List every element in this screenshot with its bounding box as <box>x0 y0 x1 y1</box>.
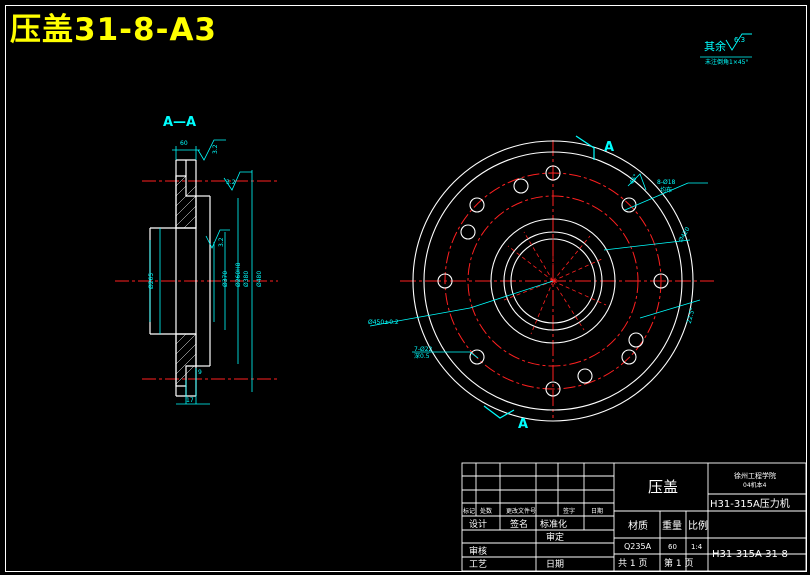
drawing-title: 压盖31-8-A3 <box>10 12 218 48</box>
roughness-1: 3.2 <box>212 144 219 154</box>
role-standard: 标准化 <box>540 518 567 530</box>
material-label: 材质 <box>628 519 648 532</box>
section-view: A—A <box>115 115 278 405</box>
part-name: 压盖 <box>648 478 678 496</box>
role-date: 日期 <box>546 559 564 570</box>
sheets-total: 共 1 页 <box>618 558 647 569</box>
dim-17: 17 <box>186 397 194 404</box>
sheet-number: 第 1 页 <box>664 557 693 569</box>
callout-depth: 深0.5 <box>414 352 430 360</box>
rev-header-date: 日期 <box>591 507 603 515</box>
callout-holes: 8-Ø18 <box>657 179 676 186</box>
roughness-3: 3.2 <box>218 237 225 247</box>
role-sign: 签名 <box>510 518 528 530</box>
dim-d370: Ø370 <box>222 271 229 287</box>
dim-d380: Ø380 <box>243 271 250 287</box>
callout-even: 均布 <box>660 186 672 194</box>
callout-angle-45: 45° <box>628 173 639 186</box>
callout-holes-22: 7-Ø22 <box>414 346 433 353</box>
section-hatch-upper <box>175 175 197 229</box>
machine-name: H31-315A压力机 <box>710 497 790 510</box>
section-label: A—A <box>163 115 196 130</box>
roughness-2: 3.2 <box>226 179 236 186</box>
role-process: 工艺 <box>469 559 487 570</box>
section-hatch-lower <box>175 333 197 387</box>
callout-d450: Ø450±0.2 <box>368 319 399 326</box>
weight-label: 重量 <box>662 519 682 532</box>
role-design: 设计 <box>469 518 487 530</box>
cut-mark-top: A <box>604 140 614 155</box>
dim-d260h8: Ø260H8 <box>235 262 242 287</box>
callout-angle-22: 22.5° <box>686 307 697 325</box>
title-block-text: 压盖 徐州工程学院 04机本4 H31-315A压力机 材质 重量 比例 Q23… <box>463 471 790 570</box>
rev-header-doc: 更改文件号 <box>506 507 536 515</box>
roughness-other-label: 其余 <box>704 39 726 53</box>
callout-d420: Ø420 <box>677 226 691 244</box>
rev-header-mark: 标记 <box>463 507 475 515</box>
material-value: Q235A <box>624 542 652 551</box>
dim-width-60: 60 <box>180 140 188 147</box>
drawing-number: H31-315A-31-8 <box>712 549 788 560</box>
rev-header-sign: 签字 <box>563 507 575 515</box>
dim-d265: Ø265 <box>148 273 155 289</box>
chamfer-note: 未注倒角1×45° <box>705 58 748 66</box>
plan-view: A A 8-Ø18 均布 Ø420 22.5° 45° Ø450±0.2 7-Ø… <box>368 135 714 432</box>
rev-header-count: 处数 <box>480 507 492 515</box>
role-check: 审核 <box>469 545 487 557</box>
role-approve: 审定 <box>546 531 564 543</box>
roughness-other-value: 6.3 <box>734 36 745 44</box>
title-block <box>461 462 807 572</box>
dim-d480: Ø480 <box>256 271 263 287</box>
roughness-note: 其余 6.3 未注倒角1×45° <box>700 33 752 66</box>
dim-9: 9 <box>198 369 202 376</box>
cut-mark-bottom: A <box>518 417 528 432</box>
drawing-frame <box>5 5 807 572</box>
school-class: 04机本4 <box>743 481 767 489</box>
weight-value: 60 <box>668 543 677 551</box>
scale-value: 1:4 <box>691 543 703 551</box>
scale-label: 比例 <box>688 519 708 532</box>
school-name: 徐州工程学院 <box>734 471 776 480</box>
